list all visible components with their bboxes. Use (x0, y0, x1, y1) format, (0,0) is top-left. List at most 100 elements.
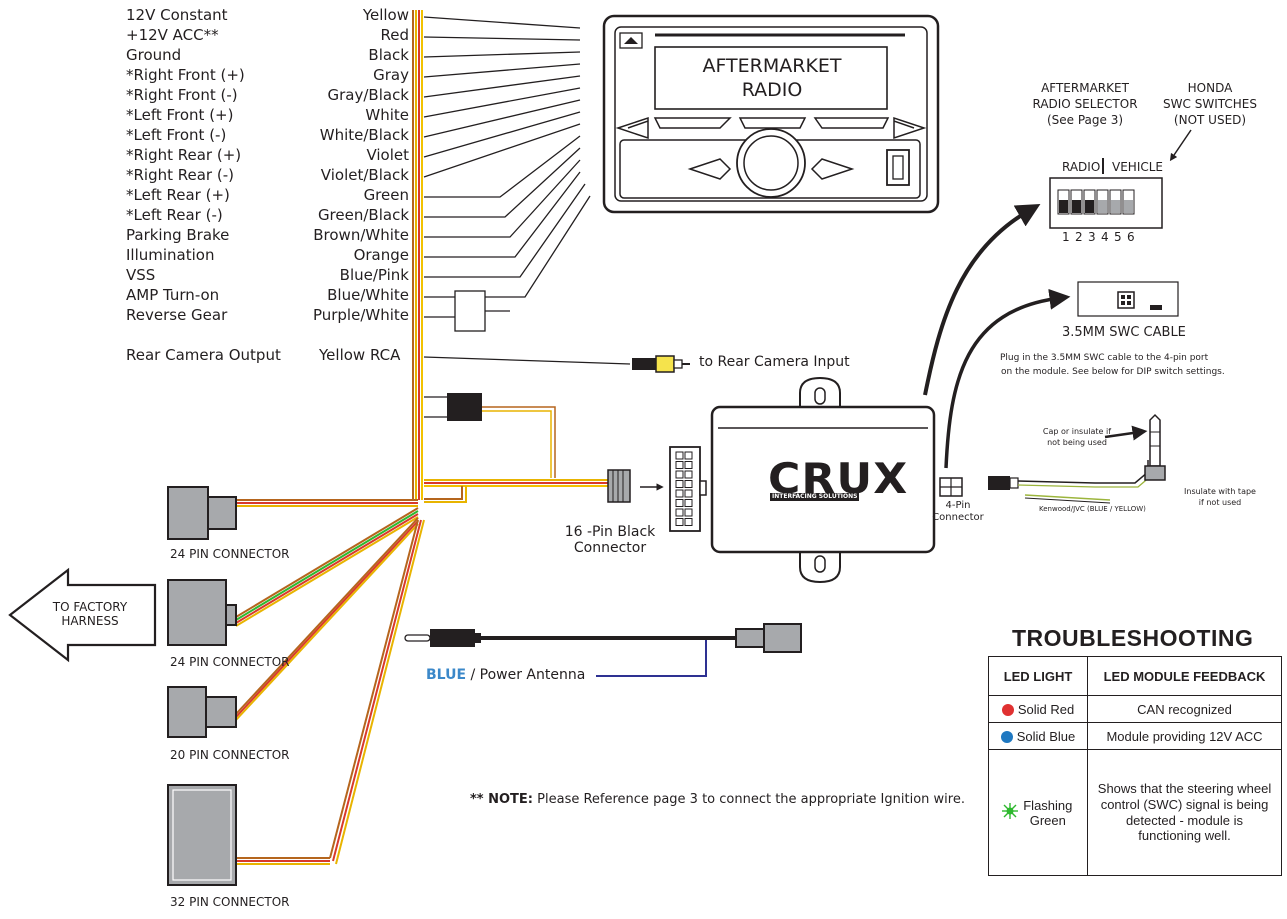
radio-label-line1: AFTERMARKET (702, 55, 842, 77)
dip-toggle (1124, 200, 1133, 213)
antenna-blue-word: BLUE (426, 667, 467, 683)
factory-harness-arrow (8, 567, 157, 663)
connector-16pin-plug (607, 469, 631, 503)
feedback-cell: Shows that the steering wheel control (S… (1087, 749, 1282, 876)
connector-24pin-b (167, 579, 237, 646)
dip-number: 5 (1114, 230, 1122, 244)
dip-vehicle-label: VEHICLE (1112, 160, 1163, 174)
function-label: +12V ACC** (126, 26, 219, 44)
led-label: Flashing Green (1023, 797, 1073, 828)
pin-grid (675, 451, 693, 526)
led-cell: Solid Red (988, 695, 1088, 723)
swc-plug (988, 460, 1153, 504)
dip-number: 2 (1075, 230, 1083, 244)
sixteen-pin-line2: Connector (573, 540, 647, 556)
wire-color-label: Violet (366, 146, 409, 164)
function-label: Ground (126, 46, 182, 64)
arrow-to-swc-cable (944, 288, 1071, 469)
led-red-icon (1001, 703, 1014, 716)
tape-note-line2: if not used (1198, 498, 1242, 507)
rear-camera-color: Yellow RCA (319, 346, 401, 364)
pin-hole (675, 461, 684, 469)
function-label: *Right Rear (+) (126, 146, 242, 164)
connector-label-32: 32 PIN CONNECTOR (170, 895, 290, 909)
led-label: Solid Red (1017, 701, 1075, 717)
wire-color-label: Gray/Black (327, 86, 410, 104)
factory-harness-line2: HARNESS (61, 614, 119, 628)
pin-hole (675, 451, 684, 460)
dip-number: 4 (1101, 230, 1109, 244)
function-label: *Left Rear (-) (126, 206, 223, 224)
wire-color-label: Green (363, 186, 409, 204)
led-blue-icon (1000, 730, 1013, 743)
crux-tagline: INTERFACING SOLUTIONS (770, 493, 860, 501)
dip-toggle (1111, 200, 1120, 213)
function-label: VSS (126, 266, 156, 284)
wire-color-label: Violet/Black (320, 166, 409, 184)
header-led-feedback: LED MODULE FEEDBACK (1087, 656, 1282, 696)
kenwood-label: Kenwood/JVC (BLUE / YELLOW) (1039, 505, 1146, 513)
four-pin-line2: Connector (932, 512, 984, 523)
connector-label-24b: 24 PIN CONNECTOR (170, 655, 290, 669)
relay-block (447, 393, 482, 421)
selector-line2: RADIO SELECTOR (1032, 97, 1138, 111)
pin-hole (684, 461, 693, 469)
cap-note-line1: Cap or insulate if (1042, 427, 1112, 436)
wire-color-label: Red (380, 26, 410, 44)
swc-cable-box (1077, 281, 1179, 317)
pin-hole (675, 470, 684, 479)
radio-label-line2: RADIO (741, 79, 803, 101)
wire-fan-lines (423, 16, 631, 365)
rear-camera-target: to Rear Camera Input (699, 354, 850, 370)
pin-hole (684, 470, 693, 479)
pin-hole (675, 489, 684, 498)
wire-color-label: White (365, 106, 409, 124)
function-label: Parking Brake (126, 226, 230, 244)
cap-note-line2: not being used (1047, 438, 1107, 447)
connector-20pin (167, 686, 237, 738)
troubleshooting-title: TROUBLESHOOTING (1012, 625, 1254, 651)
antenna-cable (404, 623, 802, 677)
function-label: *Left Front (+) (126, 106, 234, 124)
wire-color-label: White/Black (319, 126, 409, 144)
wire-to-16pin (424, 479, 610, 503)
pin-hole (675, 499, 684, 507)
swc-cable-title: 3.5MM SWC CABLE (1062, 325, 1186, 340)
function-label: *Right Front (-) (126, 86, 238, 104)
feedback-cell: CAN recognized (1087, 695, 1282, 723)
wire-color-label: Orange (353, 246, 409, 264)
wire-bundle-vertical (412, 10, 423, 500)
led-flashing-green-icon (1002, 803, 1019, 822)
arrow-to-dip (923, 204, 1041, 396)
swc-note-line1: Plug in the 3.5MM SWC cable to the 4-pin… (1000, 353, 1209, 363)
crux-module (710, 376, 936, 584)
dip-number: 3 (1088, 230, 1096, 244)
connector-label-24a: 24 PIN CONNECTOR (170, 547, 290, 561)
wire-color-label: Green/Black (317, 206, 409, 224)
pin-hole (684, 480, 693, 488)
honda-line3: (NOT USED) (1173, 113, 1247, 127)
pin-hole (684, 499, 693, 507)
dip-toggle (1072, 200, 1081, 213)
function-label: Reverse Gear (126, 306, 228, 324)
pin-hole (675, 518, 684, 526)
wire-color-label: Blue/White (327, 286, 409, 304)
aftermarket-radio (602, 14, 940, 214)
connector-label-20: 20 PIN CONNECTOR (170, 748, 290, 762)
wire-color-label: Blue/Pink (339, 266, 409, 284)
ignition-note: ** NOTE: Please Reference page 3 to conn… (470, 793, 965, 806)
header-led-light: LED LIGHT (988, 656, 1088, 696)
dip-number: 6 (1127, 230, 1135, 244)
four-pin-line1: 4-Pin (945, 500, 971, 511)
antenna-rest: / Power Antenna (466, 667, 586, 683)
function-label: AMP Turn-on (126, 286, 220, 304)
antenna-label: BLUE / Power Antenna (426, 668, 585, 682)
table-row: Solid Blue Module providing 12V ACC (988, 722, 1282, 750)
factory-harness-line1: TO FACTORY (52, 600, 128, 614)
wires-to-factory-connectors (235, 499, 425, 865)
sixteen-pin-line1: 16 -Pin Black (564, 524, 656, 540)
function-label: *Left Rear (+) (126, 186, 230, 204)
pin-hole (684, 508, 693, 517)
table-header-row: LED LIGHT LED MODULE FEEDBACK (988, 656, 1282, 696)
connector-32pin (167, 784, 237, 886)
